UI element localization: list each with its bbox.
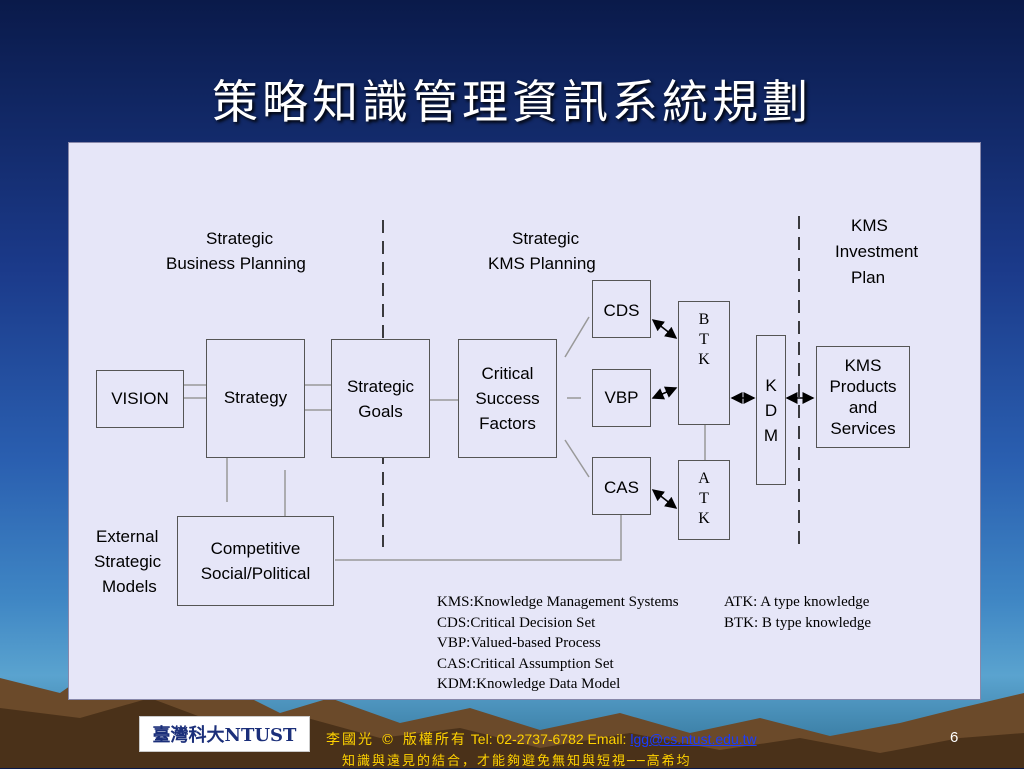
cas-label: CAS	[604, 478, 639, 497]
csf-label-1: Critical	[481, 364, 534, 383]
csf-label-2: Success	[475, 389, 540, 408]
kdm-box: K D M	[756, 335, 786, 485]
ext-label-2: Strategic	[94, 552, 162, 571]
header-sbp-line2: Business Planning	[166, 254, 306, 273]
header-skp-line1: Strategic	[512, 229, 580, 248]
csf-label-3: Factors	[479, 414, 536, 433]
strategic-goals-label-2: Goals	[358, 401, 403, 421]
strategy-label: Strategy	[223, 388, 288, 408]
header-kip-line3: Plan	[851, 268, 886, 287]
header-kip-line2: Investment	[835, 242, 919, 261]
kms-label-3: and	[848, 398, 878, 417]
kdm-label-3: M	[763, 425, 779, 445]
ext-label-1: External	[96, 527, 159, 546]
vbp-box: VBP	[592, 369, 651, 427]
ext-label-3: Models	[102, 577, 157, 596]
header-sbp-line1: Strategic	[206, 229, 274, 248]
atk-box: A T K	[678, 460, 730, 540]
ntust-logo: 臺灣科大NTUST	[139, 716, 310, 752]
csf-box: Critical Success Factors	[458, 339, 557, 458]
legend-atk: ATK: A type knowledge	[724, 594, 870, 610]
footer-tel: Tel: 02-2737-6782 Email:	[470, 731, 627, 747]
competitive-box: Competitive Social/Political	[177, 516, 334, 606]
legend-vbp: VBP:Valued-based Process	[437, 635, 601, 651]
atk-label: A T K	[698, 470, 710, 527]
btk-box: B T K	[678, 301, 730, 425]
footer-author: 李國光 © 版權所有	[326, 732, 467, 748]
kms-products-box: KMS Products and Services	[816, 346, 910, 448]
legend-kms: KMS:Knowledge Management Systems	[437, 594, 679, 610]
vbp-label: VBP	[604, 387, 639, 407]
strategic-goals-box: Strategic Goals	[331, 339, 430, 458]
legend-cas: CAS:Critical Assumption Set	[437, 655, 614, 672]
comp-label-2: Social/Political	[200, 564, 311, 583]
slide-title: 策略知識管理資訊系統規劃	[212, 75, 812, 129]
header-skp-line2: KMS Planning	[488, 254, 596, 273]
vision-box: VISION	[96, 370, 184, 428]
kdm-label-2: D	[764, 400, 778, 420]
legend-kdm: KDM:Knowledge Data Model	[437, 676, 621, 692]
vision-label: VISION	[111, 388, 169, 408]
strategic-goals-label-1: Strategic	[346, 376, 415, 396]
cas-box: CAS	[592, 457, 651, 515]
comp-label-1: Competitive	[210, 539, 301, 558]
footer-motto: 知識與遠見的結合，才能夠避免無知與短視──高希均	[342, 754, 692, 769]
kms-label-2: Products	[829, 377, 897, 396]
diagram-connectors	[184, 216, 815, 561]
legend-right: ATK: A type knowledge BTK: B type knowle…	[724, 592, 871, 633]
strategy-box: Strategy	[206, 339, 305, 458]
legend-btk: BTK: B type knowledge	[724, 614, 872, 631]
btk-label: B T K	[698, 311, 710, 368]
kms-label-1: KMS	[844, 356, 882, 375]
cds-label: CDS	[603, 301, 640, 320]
legend-left: KMS:Knowledge Management Systems CDS:Cri…	[437, 592, 679, 695]
legend-cds: CDS:Critical Decision Set	[437, 614, 596, 631]
header-kip-line1: KMS	[851, 216, 888, 235]
page-number: 6	[950, 729, 959, 746]
kms-label-4: Services	[830, 419, 896, 438]
footer-contact: 李國光 © 版權所有 Tel: 02-2737-6782 Email: lgg@…	[326, 729, 757, 749]
cds-box: CDS	[592, 280, 651, 338]
footer-email-link[interactable]: lgg@cs.ntust.edu.tw	[630, 731, 757, 747]
kdm-label-1: K	[765, 375, 777, 395]
